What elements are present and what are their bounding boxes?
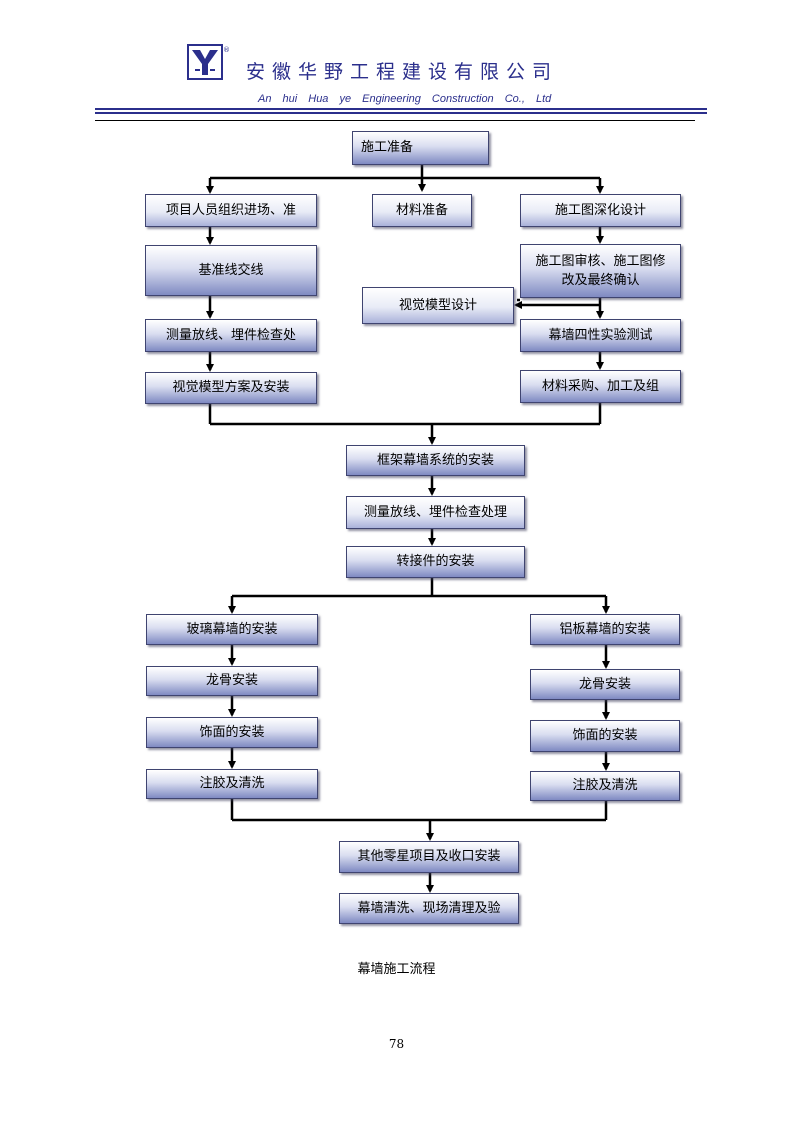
flow-box-right-1: 施工图深化设计 [520,194,681,227]
company-logo: ® [187,44,229,80]
flow-box-alu-1: 铝板幕墙的安装 [530,614,680,645]
flow-box-right-4: 材料采购、加工及组 [520,370,681,403]
flow-box-right-3: 幕墙四性实验测试 [520,319,681,352]
company-name-english: An hui Hua ye Engineering Construction C… [258,93,552,105]
flow-box-glass-4: 注胶及清洗 [146,769,318,799]
flow-box-start: 施工准备 [352,131,489,165]
flow-box-visual-model-design: 视觉模型设计 [362,287,514,324]
flow-box-alu-2: 龙骨安装 [530,669,680,700]
header-rule-3 [95,120,695,121]
header-rule-1 [95,108,707,110]
flow-box-glass-1: 玻璃幕墙的安装 [146,614,318,645]
company-name-chinese: 安徽华野工程建设有限公司 [246,61,559,83]
header-rule-2 [95,112,707,114]
flow-box-final-1: 其他零星项目及收口安装 [339,841,519,873]
flow-box-left-1: 项目人员组织进场、准 [145,194,317,227]
flow-box-glass-3: 饰面的安装 [146,717,318,748]
flow-box-left-3: 测量放线、埋件检查处 [145,319,317,352]
flow-box-final-2: 幕墙清洗、现场清理及验 [339,893,519,924]
figure-caption: 幕墙施工流程 [357,962,436,977]
flow-box-alu-3: 饰面的安装 [530,720,680,752]
flow-box-left-2: 基准线交线 [145,245,317,296]
flow-box-adapter-install: 转接件的安装 [346,546,525,578]
flow-box-frame-install: 框架幕墙系统的安装 [346,445,525,476]
flow-box-alu-4: 注胶及清洗 [530,771,680,801]
flow-box-survey: 测量放线、埋件检查处理 [346,496,525,529]
flow-box-right-2: 施工图审核、施工图修改及最终确认 [520,244,681,298]
flow-box-left-4: 视觉模型方案及安装 [145,372,317,404]
flow-box-glass-2: 龙骨安装 [146,666,318,696]
page-number: 78 [388,1037,405,1051]
svg-text:®: ® [223,46,229,54]
flow-box-materials: 材料准备 [372,194,472,227]
